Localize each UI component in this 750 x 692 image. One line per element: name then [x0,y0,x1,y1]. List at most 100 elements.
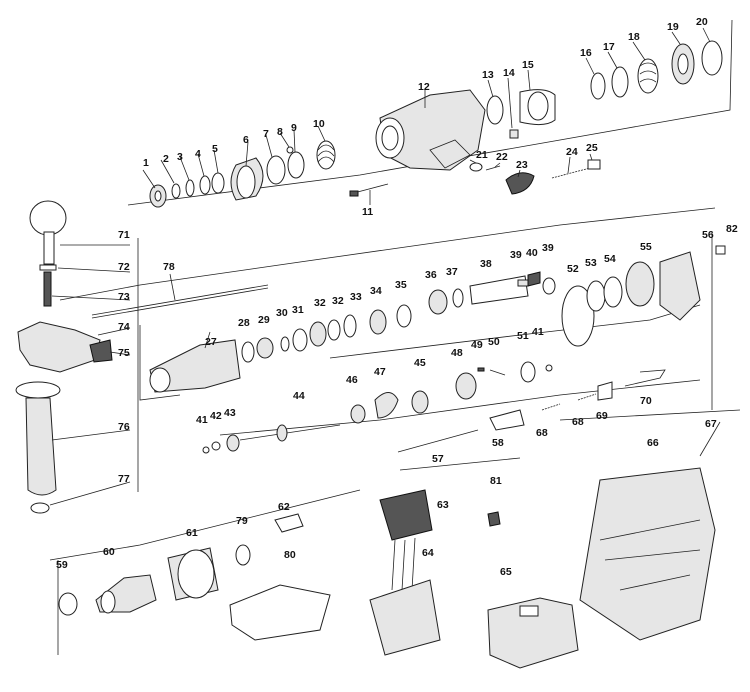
callout-32b: 32 [332,295,344,307]
part-20-clutch [701,40,723,76]
part-13-bearing [486,95,504,125]
callout-37: 37 [446,266,458,278]
callout-14: 14 [503,67,515,79]
callout-53: 53 [585,257,597,269]
part-37-ring [452,288,464,308]
part-81-clip [487,511,501,527]
part-33-ring [343,314,357,338]
part-39-washer [542,277,556,295]
part-56-cover [659,251,701,321]
part-7-ring [266,155,286,185]
part-78-depth-rod [91,284,269,316]
part-40-block [527,271,541,287]
part-80-board [229,584,331,641]
callout-2: 2 [163,153,169,165]
part-16-ring [590,72,606,100]
part-65-battery [487,597,579,669]
callout-21: 21 [476,149,488,161]
part-54-ring [603,276,623,308]
part-71-band [29,200,67,236]
callout-29: 29 [258,314,270,326]
callout-74: 74 [118,321,130,333]
callout-1: 1 [143,157,149,169]
part-32-ring [327,319,341,341]
callout-22: 22 [496,151,508,163]
part-70-lever [624,369,666,387]
part-58-plate [489,409,525,431]
callout-79: 79 [236,515,248,527]
part-75-lock [89,339,113,363]
part-3-ring [185,179,195,197]
part-64-controller [369,579,441,656]
part-14-pin [509,129,519,139]
callout-73: 73 [118,291,130,303]
callout-20: 20 [696,16,708,28]
callout-75: 75 [118,347,130,359]
callout-24: 24 [566,146,578,158]
part-57-rod [397,429,479,453]
callout-17: 17 [603,41,615,53]
part-31-ring [292,328,308,352]
callout-61: 61 [186,527,198,539]
callout-69: 69 [596,410,608,422]
callout-72: 72 [118,261,130,273]
callout-5: 5 [212,143,218,155]
part-39-pin [517,279,529,287]
callout-16: 16 [580,47,592,59]
callout-77: 77 [118,473,130,485]
part-25-brush [587,159,601,170]
callout-64: 64 [422,547,434,559]
callout-11: 11 [362,206,373,218]
callout-38: 38 [480,258,492,270]
part-46-gear [350,404,366,424]
part-45-gear [411,390,429,414]
side-handle-parts [15,200,269,514]
middle-row-parts [149,245,726,393]
callout-70: 70 [640,395,652,407]
callout-58: 58 [492,437,504,449]
part-66-housing [579,467,716,641]
callout-43: 43 [224,407,236,419]
callout-56: 56 [702,229,714,241]
part-44-shaft [239,424,341,441]
part-35-ring [396,304,412,328]
callout-68b: 68 [572,416,584,428]
callout-27: 27 [205,336,217,348]
part-68-spring-b [577,393,597,401]
lower-row-parts [202,361,721,457]
part-27-cylinder [149,339,241,393]
callout-28: 28 [238,317,250,329]
callout-7: 7 [263,128,269,140]
part-12-housing [379,89,486,171]
part-74-depth-bracket [17,321,101,373]
bottom-parts [58,467,716,669]
part-29-gear [256,337,274,359]
callout-60: 60 [103,546,115,558]
callout-25: 25 [586,142,598,154]
callout-81: 81 [490,475,502,487]
part-5-ring [211,172,225,194]
part-43-gear [226,434,240,452]
callout-32: 32 [314,297,326,309]
part-48-gear [455,372,477,400]
part-21-washer [469,162,483,172]
callout-65: 65 [500,566,512,578]
callout-39: 39 [510,249,522,261]
callout-67: 67 [705,418,717,430]
callout-23: 23 [516,159,528,171]
callout-41: 41 [196,414,208,426]
callout-71: 71 [118,229,130,241]
part-41-clip [545,364,553,372]
callout-18: 18 [628,31,640,43]
part-22-pin [485,165,501,171]
callout-80: 80 [284,549,296,561]
part-28-ring [241,341,255,363]
callout-63: 63 [437,499,449,511]
leader-lines [49,27,711,506]
callout-47: 47 [374,366,386,378]
callout-30: 30 [276,307,288,319]
part-47-wobble [374,392,399,419]
part-9-ring [287,151,305,179]
group-boundaries [49,19,741,655]
callout-46: 46 [346,374,358,386]
